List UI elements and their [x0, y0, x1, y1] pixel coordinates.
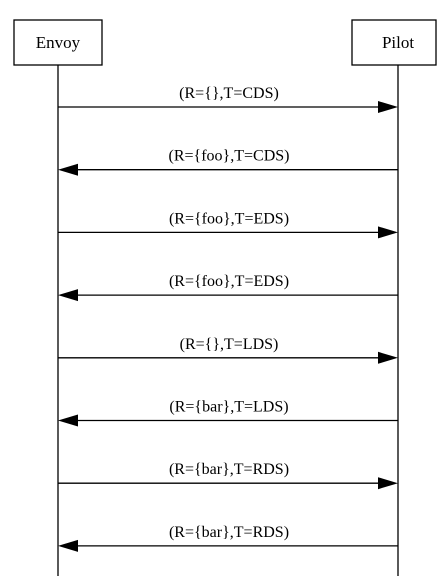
arrowhead-right-icon [378, 226, 398, 239]
message-label: (R={bar},T=RDS) [169, 524, 289, 541]
arrowhead-left-icon [58, 414, 78, 427]
message-7: (R={bar},T=RDS) [58, 461, 398, 490]
message-5: (R={},T=LDS) [58, 336, 398, 364]
arrowhead-left-icon [58, 163, 78, 176]
arrowhead-left-icon [58, 289, 78, 302]
participant-envoy: Envoy [13, 19, 103, 66]
participant-envoy-label: Envoy [36, 33, 81, 52]
message-label: (R={foo},T=CDS) [169, 148, 290, 165]
message-1: (R={},T=CDS) [58, 85, 398, 113]
message-4: (R={foo},T=EDS) [58, 273, 398, 302]
message-list: (R={},T=CDS) (R={foo},T=CDS) (R={foo},T=ED… [58, 85, 398, 552]
arrowhead-right-icon [378, 101, 398, 113]
arrowhead-right-icon [378, 477, 398, 490]
message-label: (R={foo},T=EDS) [169, 273, 289, 290]
message-label: (R={},T=CDS) [179, 85, 279, 102]
message-6: (R={bar},T=LDS) [58, 399, 398, 427]
participant-envoy-box [13, 19, 103, 66]
message-label: (R={bar},T=LDS) [169, 399, 288, 416]
message-2: (R={foo},T=CDS) [58, 148, 398, 176]
participant-pilot-box [351, 19, 437, 66]
message-8: (R={bar},T=RDS) [58, 524, 398, 552]
message-3: (R={foo},T=EDS) [58, 210, 398, 239]
message-label: (R={bar},T=RDS) [169, 461, 289, 478]
message-label: (R={},T=LDS) [180, 336, 279, 353]
arrowhead-left-icon [58, 539, 78, 552]
message-label: (R={foo},T=EDS) [169, 210, 289, 227]
arrowhead-right-icon [378, 351, 398, 364]
participant-pilot-label: Pilot [382, 33, 414, 52]
participant-pilot: Pilot [351, 19, 437, 66]
